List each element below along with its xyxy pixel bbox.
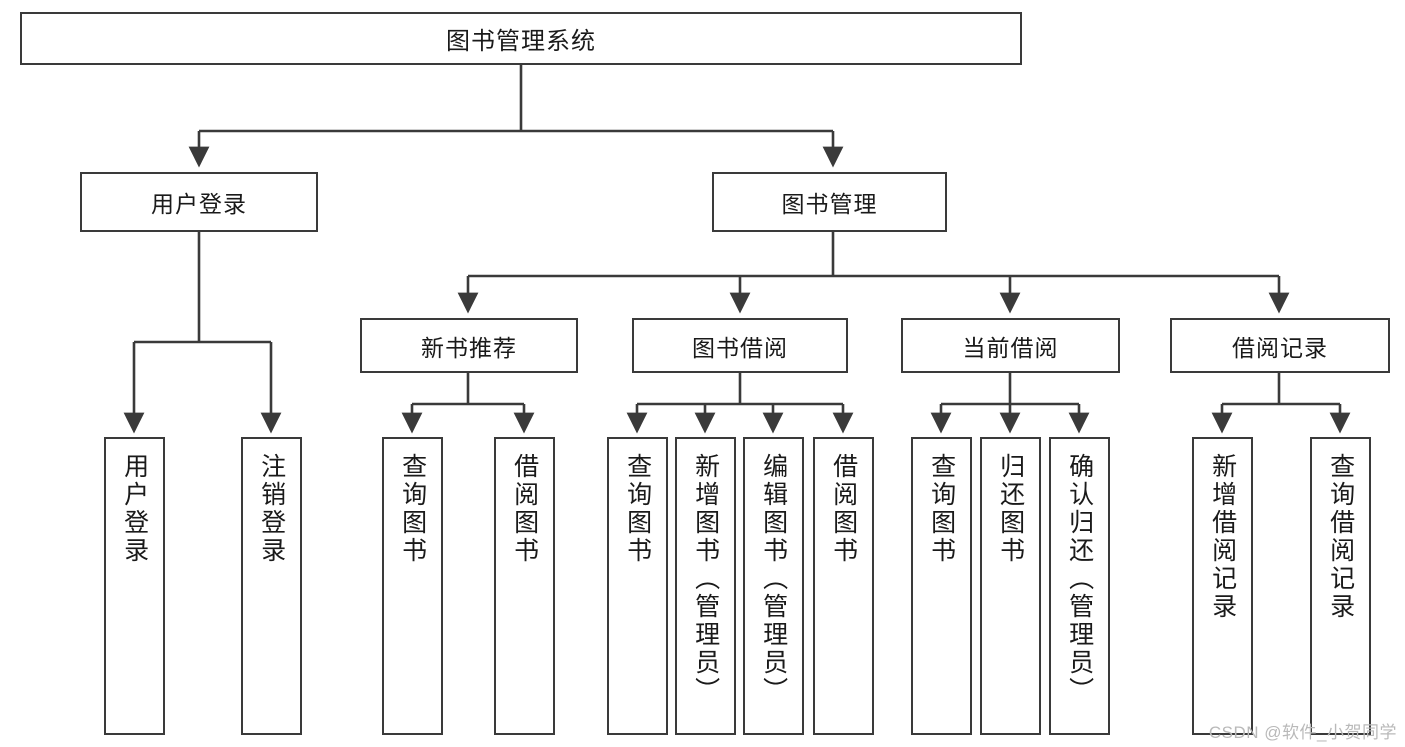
node-label: 归还图书 xyxy=(996,453,1025,565)
node-leaf-query-book-2[interactable]: 查询图书 xyxy=(607,437,668,735)
node-borrow-record[interactable]: 借阅记录 xyxy=(1170,318,1390,373)
node-current-borrow[interactable]: 当前借阅 xyxy=(901,318,1120,373)
node-leaf-borrow-book-1[interactable]: 借阅图书 xyxy=(494,437,555,735)
node-leaf-return-book[interactable]: 归还图书 xyxy=(980,437,1041,735)
node-leaf-borrow-book-2[interactable]: 借阅图书 xyxy=(813,437,874,735)
node-leaf-add-record[interactable]: 新增借阅记录 xyxy=(1192,437,1253,735)
node-label: 新增借阅记录 xyxy=(1208,453,1237,621)
node-label: 借阅图书 xyxy=(510,453,539,565)
node-label: 编辑图书（管理员） xyxy=(759,453,788,705)
node-root-book-management-system[interactable]: 图书管理系统 xyxy=(20,12,1022,65)
watermark-csdn: CSDN @软件_小贺同学 xyxy=(1208,723,1397,742)
node-leaf-query-record[interactable]: 查询借阅记录 xyxy=(1310,437,1371,735)
node-leaf-add-book[interactable]: 新增图书（管理员） xyxy=(675,437,736,735)
node-book-borrow[interactable]: 图书借阅 xyxy=(632,318,848,373)
node-leaf-query-book-3[interactable]: 查询图书 xyxy=(911,437,972,735)
node-new-book-recommend[interactable]: 新书推荐 xyxy=(360,318,578,373)
node-label: 借阅图书 xyxy=(829,453,858,565)
node-label: 注销登录 xyxy=(257,453,286,565)
node-label: 新增图书（管理员） xyxy=(691,453,720,705)
node-label: 查询图书 xyxy=(927,453,956,565)
node-label: 用户登录 xyxy=(120,453,149,565)
node-book-manage[interactable]: 图书管理 xyxy=(712,172,947,232)
node-label: 用户登录 xyxy=(151,191,247,217)
node-label: 查询借阅记录 xyxy=(1326,453,1355,621)
node-label: 查询图书 xyxy=(623,453,652,565)
node-label: 借阅记录 xyxy=(1232,334,1328,361)
node-leaf-user-login[interactable]: 用户登录 xyxy=(104,437,165,735)
node-leaf-query-book-1[interactable]: 查询图书 xyxy=(382,437,443,735)
node-label: 新书推荐 xyxy=(421,334,517,361)
node-label: 图书管理 xyxy=(781,191,878,217)
node-leaf-edit-book[interactable]: 编辑图书（管理员） xyxy=(743,437,804,735)
node-label: 查询图书 xyxy=(398,453,427,565)
node-label: 确认归还（管理员） xyxy=(1065,453,1094,705)
node-leaf-logout-login[interactable]: 注销登录 xyxy=(241,437,302,735)
node-label: 当前借阅 xyxy=(962,334,1059,361)
node-label: 图书管理系统 xyxy=(446,28,596,55)
node-user-login[interactable]: 用户登录 xyxy=(80,172,318,232)
node-leaf-confirm-return[interactable]: 确认归还（管理员） xyxy=(1049,437,1110,735)
node-label: 图书借阅 xyxy=(692,334,788,361)
